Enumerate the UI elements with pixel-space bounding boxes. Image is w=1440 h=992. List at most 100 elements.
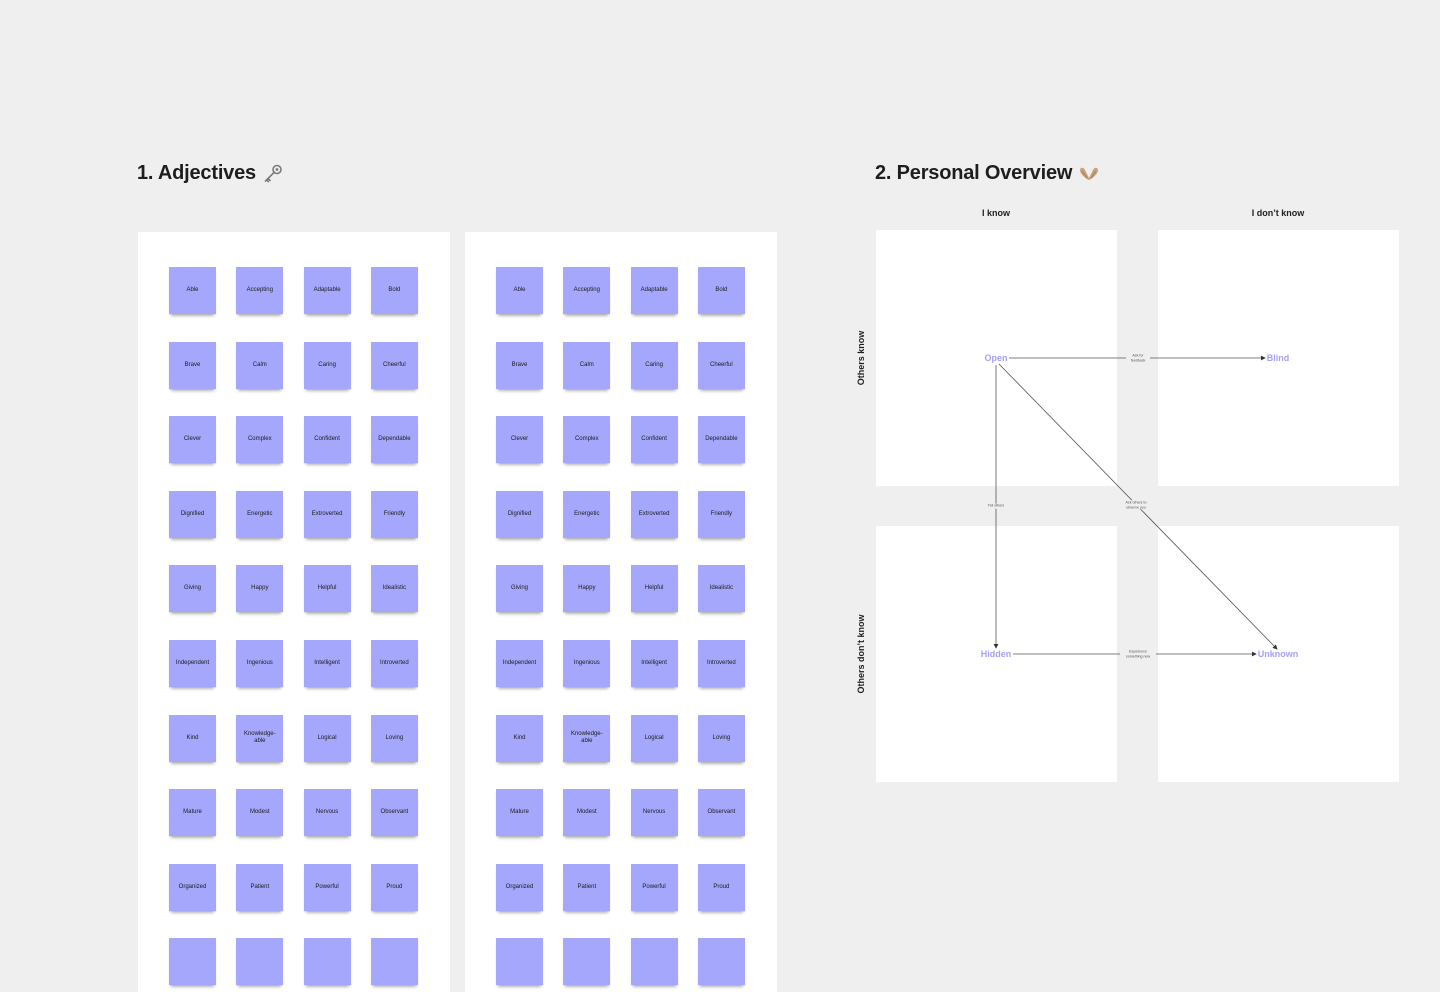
sticky-note[interactable]: Patient: [563, 863, 611, 911]
sticky-note[interactable]: Mature: [169, 789, 216, 837]
sticky-note[interactable]: Bold: [697, 267, 745, 314]
personal-overview-title-text: 2. Personal Overview: [875, 162, 1073, 184]
sticky-note[interactable]: Dependable: [697, 416, 745, 464]
sticky-note[interactable]: Modest: [236, 789, 284, 837]
sticky-note[interactable]: Idealistic: [697, 565, 745, 613]
sticky-note[interactable]: Brave: [496, 341, 543, 389]
sticky-note[interactable]: [169, 938, 216, 986]
sticky-note[interactable]: Logical: [630, 714, 678, 762]
sticky-note[interactable]: Giving: [169, 565, 216, 613]
sticky-note[interactable]: Energetic: [563, 490, 611, 538]
sticky-note[interactable]: Nervous: [630, 789, 678, 837]
sticky-note[interactable]: Kind: [496, 714, 543, 762]
sticky-note[interactable]: Caring: [303, 341, 351, 389]
sticky-note[interactable]: Dependable: [370, 416, 418, 464]
sticky-note[interactable]: Knowledge-able: [563, 714, 611, 762]
sticky-note[interactable]: [496, 938, 543, 986]
col-header-i-dont-know: I don’t know: [1251, 208, 1305, 218]
sticky-note[interactable]: Introverted: [697, 640, 745, 687]
sticky-note[interactable]: [563, 938, 611, 986]
sticky-note[interactable]: Friendly: [697, 490, 745, 538]
sticky-note[interactable]: Powerful: [303, 863, 351, 911]
sticky-note[interactable]: Independent: [169, 640, 216, 687]
sticky-note[interactable]: Clever: [496, 416, 543, 464]
sticky-note[interactable]: Helpful: [303, 565, 351, 613]
sticky-note[interactable]: Observant: [697, 789, 745, 837]
sticky-note[interactable]: Powerful: [630, 863, 678, 911]
sticky-note[interactable]: Proud: [697, 863, 745, 911]
sticky-note[interactable]: Cheerful: [697, 341, 745, 389]
sticky-note[interactable]: Independent: [496, 640, 543, 687]
heart-hands-icon: [1078, 166, 1100, 182]
sticky-note[interactable]: Confident: [303, 416, 351, 464]
key-icon: [262, 163, 284, 185]
sticky-note[interactable]: [370, 938, 418, 986]
sticky-note[interactable]: Intelligent: [630, 640, 678, 687]
sticky-note[interactable]: Loving: [697, 714, 745, 762]
sticky-note[interactable]: Knowledge-able: [236, 714, 284, 762]
sticky-note[interactable]: Helpful: [630, 565, 678, 613]
row-header-others-dont-know: Others don’t know: [856, 614, 866, 694]
sticky-note[interactable]: [630, 938, 678, 986]
sticky-note[interactable]: Calm: [236, 341, 284, 389]
sticky-note[interactable]: Logical: [303, 714, 351, 762]
col-header-i-know: I know: [981, 208, 1011, 218]
edge-label-ask-feedback: Ask for feedback: [1126, 353, 1150, 363]
sticky-note[interactable]: Accepting: [236, 267, 284, 314]
sticky-note[interactable]: Accepting: [563, 267, 611, 314]
sticky-note[interactable]: Ingenious: [236, 640, 284, 687]
sticky-note[interactable]: Happy: [236, 565, 284, 613]
sticky-note[interactable]: Cheerful: [370, 341, 418, 389]
node-hidden[interactable]: Hidden: [980, 649, 1012, 659]
adjectives-title: 1. Adjectives: [137, 162, 284, 185]
sticky-note[interactable]: Proud: [370, 863, 418, 911]
sticky-note[interactable]: Bold: [370, 267, 418, 314]
sticky-note[interactable]: Calm: [563, 341, 611, 389]
node-open[interactable]: Open: [984, 353, 1008, 363]
sticky-note[interactable]: Intelligent: [303, 640, 351, 687]
sticky-note[interactable]: Dignified: [169, 490, 216, 538]
sticky-note[interactable]: Able: [496, 267, 543, 314]
sticky-note[interactable]: Modest: [563, 789, 611, 837]
sticky-note[interactable]: Adaptable: [630, 267, 678, 314]
sticky-note[interactable]: Patient: [236, 863, 284, 911]
edge-label-experience-new: Experience something new: [1120, 649, 1156, 659]
adjectives-title-text: 1. Adjectives: [137, 162, 256, 184]
node-unknown[interactable]: Unknown: [1257, 649, 1299, 659]
sticky-note[interactable]: Able: [169, 267, 216, 314]
edge-label-ask-observe: Ask others to observe you: [1118, 500, 1154, 510]
sticky-note[interactable]: Adaptable: [303, 267, 351, 314]
sticky-note[interactable]: Brave: [169, 341, 216, 389]
sticky-note[interactable]: Confident: [630, 416, 678, 464]
sticky-note[interactable]: Extroverted: [303, 490, 351, 538]
sticky-note[interactable]: Ingenious: [563, 640, 611, 687]
sticky-note[interactable]: Complex: [563, 416, 611, 464]
sticky-note[interactable]: Giving: [496, 565, 543, 613]
sticky-note[interactable]: Energetic: [236, 490, 284, 538]
sticky-note[interactable]: Complex: [236, 416, 284, 464]
row-header-others-know: Others know: [856, 330, 866, 386]
sticky-note[interactable]: Nervous: [303, 789, 351, 837]
sticky-note[interactable]: Introverted: [370, 640, 418, 687]
sticky-note[interactable]: Extroverted: [630, 490, 678, 538]
sticky-note[interactable]: Caring: [630, 341, 678, 389]
sticky-note[interactable]: [697, 938, 745, 986]
sticky-note[interactable]: Idealistic: [370, 565, 418, 613]
sticky-note[interactable]: Loving: [370, 714, 418, 762]
sticky-note[interactable]: Observant: [370, 789, 418, 837]
sticky-note[interactable]: [236, 938, 284, 986]
sticky-note[interactable]: Happy: [563, 565, 611, 613]
sticky-note[interactable]: Organized: [496, 863, 543, 911]
node-blind[interactable]: Blind: [1266, 353, 1290, 363]
edge-label-tell-others: Tell others: [986, 503, 1006, 509]
sticky-note[interactable]: Friendly: [370, 490, 418, 538]
sticky-note[interactable]: [303, 938, 351, 986]
sticky-note[interactable]: Clever: [169, 416, 216, 464]
sticky-note[interactable]: Mature: [496, 789, 543, 837]
sticky-note[interactable]: Dignified: [496, 490, 543, 538]
sticky-note[interactable]: Kind: [169, 714, 216, 762]
personal-overview-title: 2. Personal Overview: [875, 162, 1100, 185]
sticky-note[interactable]: Organized: [169, 863, 216, 911]
